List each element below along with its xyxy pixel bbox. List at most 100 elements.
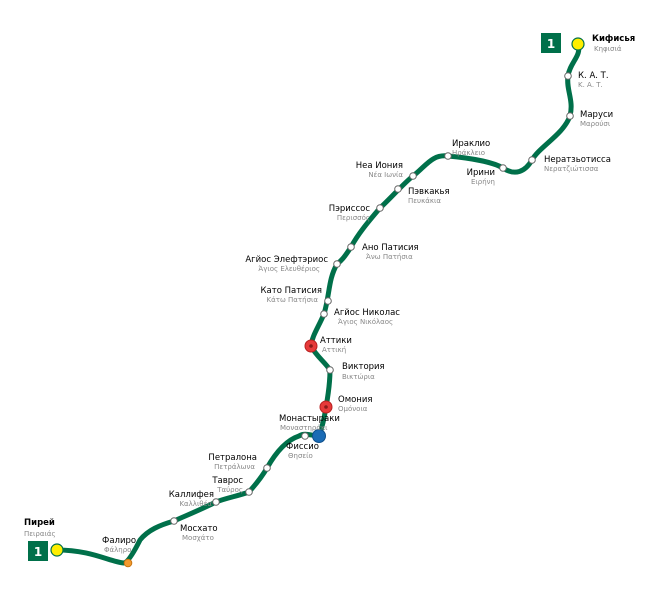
station-thissio[interactable]: Фиссио Θησείο [286,442,319,460]
station-marker [333,260,341,268]
station-name: Пирей [24,518,55,528]
station-name: Фиссио [286,442,319,452]
station-name: Фалиро [102,536,136,546]
station-marker [245,488,253,496]
station-faliro[interactable]: Фалиро Φάληρο [102,536,136,568]
terminus-marker [50,543,64,557]
station-marker [564,72,572,80]
station-subname: Νερατζιώτισσα [544,165,599,173]
station-nea-ionia[interactable]: Неа Иония Νέα Ιωνία [356,161,417,180]
station-name: Пэвкакья [408,187,450,197]
station-marker [320,310,328,318]
station-agios-eleftherios[interactable]: Агйос Элефтэриос Άγιος Ελευθέριος [245,255,341,273]
interchange-marker [312,429,326,443]
station-kallithea[interactable]: Каллифея Καλλιθέα [169,490,220,508]
station-irini[interactable]: Ирини Ειρήνη [467,164,507,186]
station-subname: Πευκάκια [408,197,441,205]
interchange-center [324,405,328,409]
station-pireas[interactable]: Пирей Πειραιάς [24,518,64,557]
station-iraklio[interactable]: Ираклио Ηράκλειο [444,139,491,160]
station-kato-patisia[interactable]: Като Патисия Κάτω Πατήσια [261,286,332,305]
station-pefkakia[interactable]: Пэвкакья Πευκάκια [394,185,450,205]
station-moschato[interactable]: Мосхато Μοσχάτο [170,517,218,542]
station-name: Нератзьотисса [544,155,611,165]
station-name: Монастыраки [279,414,340,424]
station-marker [263,464,271,472]
station-subname: Καλλιθέα [179,500,212,508]
station-viktoria[interactable]: Виктория Βικτώρια [326,362,385,381]
station-name: Маруси [580,110,613,120]
station-name: Омония [338,395,373,405]
interchange-center [309,344,313,348]
station-subname: Αττική [322,346,346,354]
station-name: Петралона [208,453,257,463]
station-subname: Ταύρος [216,486,243,494]
station-marker [409,172,417,180]
station-marker [212,498,220,506]
station-name: Като Патисия [261,286,322,296]
station-subname: Άγιος Νικόλαος [338,318,393,326]
station-ano-patisia[interactable]: Ано Патисия Άνω Πατήσια [347,243,419,261]
station-subname: Πετράλωνα [214,463,255,471]
station-subname: Μοσχάτο [182,534,214,542]
station-subname: Ηράκλειο [452,149,485,157]
station-marker [170,517,178,525]
station-subname: Πειραιάς [24,530,56,538]
station-name: Агйос Элефтэриос [245,255,328,265]
station-omonia[interactable]: Омония Ομόνοια [319,395,373,414]
station-agios-nikolaos[interactable]: Агйос Николас Άγιος Νικόλαος [320,308,401,326]
station-kifisia[interactable]: Кифисья Κηφισιά [571,34,635,53]
station-subname: Φάληρο [104,546,131,554]
station-tavros[interactable]: Таврос Ταύρος [211,476,253,496]
station-subname: Άνω Πατήσια [366,253,413,261]
station-name: Каллифея [169,490,214,500]
station-name: Ано Патисия [362,243,419,253]
station-subname: Κηφισιά [594,45,622,53]
station-subname: Κ. Α. Τ. [578,81,603,89]
station-perissos[interactable]: Пэриссос Περισσός [329,204,384,222]
station-name: Ираклио [452,139,490,149]
station-kat[interactable]: К. А. Т. Κ. Α. Τ. [564,71,609,89]
station-subname: Άγιος Ελευθέριος [258,265,320,273]
station-attiki[interactable]: Аттики Αττική [304,336,352,354]
station-subname: Ομόνοια [338,405,368,413]
station-neratziotissa[interactable]: Нератзьотисса Νερατζιώτισσα [528,155,611,173]
station-marousi[interactable]: Маруси Μαρούσι [566,110,613,128]
station-marker [444,152,452,160]
station-name: Мосхато [180,524,218,534]
station-name: Ирини [467,168,495,178]
station-marker [528,156,536,164]
terminus-marker [571,37,585,51]
station-marker [324,297,332,305]
station-subname: Μαρούσι [580,120,611,128]
station-marker [376,204,384,212]
station-monastiraki[interactable]: Монастыраки Μοναστηράκι [279,414,340,443]
station-subname: Θησείο [288,452,313,460]
station-marker [301,432,309,440]
svg-text:1: 1 [34,545,42,559]
station-subname: Βικτώρια [342,373,375,381]
line-badge-top: 1 [541,33,561,53]
station-name: Пэриссос [329,204,371,214]
interchange-marker [123,558,133,568]
station-name: Аттики [320,336,352,346]
station-name: Виктория [342,362,385,372]
station-marker [394,185,402,193]
station-name: Агйос Николас [334,308,400,318]
station-name: Таврос [211,476,243,486]
station-subname: Μοναστηράκι [280,424,328,432]
station-name: Кифисья [592,34,635,44]
station-marker [566,112,574,120]
station-subname: Περισσός [337,214,370,222]
station-subname: Ειρήνη [471,178,495,186]
station-marker [499,164,507,172]
line-badge-bottom: 1 [28,541,48,561]
svg-text:1: 1 [547,37,555,51]
station-name: К. А. Т. [578,71,609,81]
station-marker [347,243,355,251]
station-marker [326,366,334,374]
station-subname: Κάτω Πατήσια [267,296,319,304]
station-petralona[interactable]: Петралона Πετράλωνα [208,453,271,472]
station-subname: Νέα Ιωνία [368,171,403,179]
